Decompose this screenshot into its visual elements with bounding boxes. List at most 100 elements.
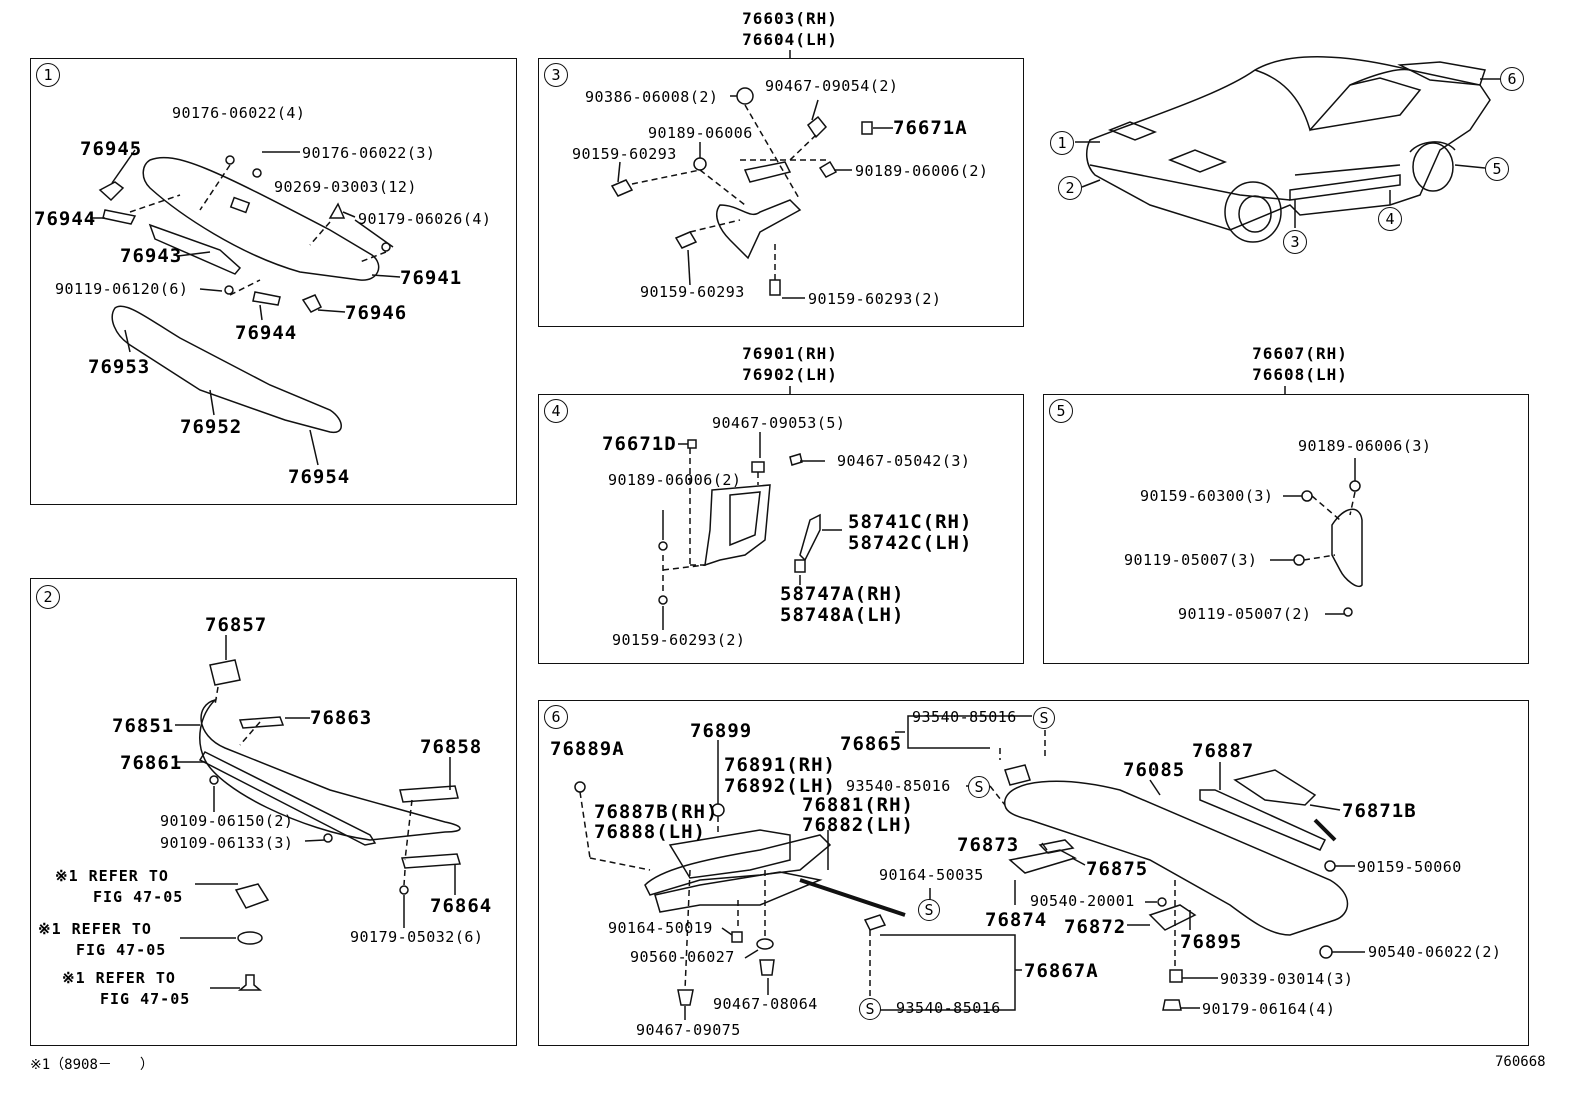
header-part-rh: 76901(RH) <box>742 344 838 363</box>
panel-index-1: 1 <box>36 63 60 87</box>
header-part-rh: 76603(RH) <box>742 9 838 28</box>
part-label: 90269-03003(12) <box>274 178 417 196</box>
part-label: 76887 <box>1192 740 1255 762</box>
part-label: 76888(LH) <box>594 821 706 843</box>
part-label: 76889A <box>550 738 625 760</box>
s-mark-icon: S <box>859 998 881 1020</box>
part-label: 76944 <box>34 208 97 230</box>
part-label: 76858 <box>420 736 483 758</box>
panel-index-4: 4 <box>544 399 568 423</box>
panel-3 <box>538 58 1024 327</box>
part-label: 90119-06120(6) <box>55 280 189 298</box>
part-label: 90109-06133(3) <box>160 834 294 852</box>
part-label: 76671A <box>893 117 968 139</box>
car-callout-4: 4 <box>1378 207 1402 231</box>
s-mark-icon: S <box>918 899 940 921</box>
refer-line: FIG 47-05 <box>100 990 191 1008</box>
header-part-lh: 76902(LH) <box>742 365 838 384</box>
part-label: 76941 <box>400 267 463 289</box>
header-panel-3: 76603(RH) 76604(LH) <box>735 8 845 50</box>
panel-5 <box>1043 394 1529 664</box>
car-callout-1: 1 <box>1050 131 1074 155</box>
part-label: 90159-60293(2) <box>612 631 746 649</box>
part-label: 90109-06150(2) <box>160 812 294 830</box>
part-label: 90159-60293 <box>572 145 677 163</box>
part-label: 76865 <box>840 733 903 755</box>
panel-6 <box>538 700 1529 1046</box>
part-label: 90119-05007(2) <box>1178 605 1312 623</box>
header-part-rh: 76607(RH) <box>1252 344 1348 363</box>
part-label: 90176-06022(4) <box>172 104 306 122</box>
part-label: 76671D <box>602 433 677 455</box>
part-label: 90179-06164(4) <box>1202 1000 1336 1018</box>
part-label: 76943 <box>120 245 183 267</box>
part-label: 90179-06026(4) <box>358 210 492 228</box>
part-label: 76875 <box>1086 858 1149 880</box>
panel-index-3: 3 <box>544 63 568 87</box>
part-label: 76895 <box>1180 931 1243 953</box>
part-label: 76952 <box>180 416 243 438</box>
part-label: 76873 <box>957 834 1020 856</box>
part-label: 90560-06027 <box>630 948 735 966</box>
part-label: 90467-09053(5) <box>712 414 846 432</box>
refer-note: ※1 REFER TO FIG 47-05 <box>38 919 166 961</box>
part-label: 76871B <box>1342 800 1417 822</box>
part-label: 76867A <box>1024 960 1099 982</box>
refer-note: ※1 REFER TO FIG 47-05 <box>55 866 183 908</box>
part-label: 58747A(RH) <box>780 583 905 605</box>
refer-line: FIG 47-05 <box>76 941 167 959</box>
part-label: 90386-06008(2) <box>585 88 719 106</box>
part-label: 90119-05007(3) <box>1124 551 1258 569</box>
part-label: 76872 <box>1064 916 1127 938</box>
part-label: 76861 <box>120 752 183 774</box>
part-label: 76953 <box>88 356 151 378</box>
part-label: 90467-09054(2) <box>765 77 899 95</box>
car-callout-2: 2 <box>1058 176 1082 200</box>
part-label: 90164-50019 <box>608 919 713 937</box>
part-label: 76085 <box>1123 759 1186 781</box>
header-part-lh: 76604(LH) <box>742 30 838 49</box>
part-label: 90176-06022(3) <box>302 144 436 162</box>
s-mark-icon: S <box>1033 707 1055 729</box>
car-callout-3: 3 <box>1283 230 1307 254</box>
part-label: 58741C(RH) <box>848 511 973 533</box>
panel-1 <box>30 58 517 505</box>
part-label: 90467-09075 <box>636 1021 741 1039</box>
refer-line: FIG 47-05 <box>93 888 184 906</box>
part-label: 90164-50035 <box>879 866 984 884</box>
part-label: 76881(RH) <box>802 794 914 816</box>
panel-2 <box>30 578 517 1046</box>
part-label: 76899 <box>690 720 753 742</box>
part-label: 90189-06006(2) <box>608 471 742 489</box>
part-label: 76882(LH) <box>802 814 914 836</box>
part-label: 58742C(LH) <box>848 532 973 554</box>
part-label: 76954 <box>288 466 351 488</box>
refer-line: ※1 REFER TO <box>62 969 176 987</box>
part-label: 76863 <box>310 707 373 729</box>
header-part-lh: 76608(LH) <box>1252 365 1348 384</box>
part-label: 76892(LH) <box>724 775 836 797</box>
car-callout-5: 5 <box>1485 157 1509 181</box>
s-mark-icon: S <box>968 776 990 798</box>
part-label: 90159-60300(3) <box>1140 487 1274 505</box>
car-callout-6: 6 <box>1500 67 1524 91</box>
header-panel-4: 76901(RH) 76902(LH) <box>735 343 845 385</box>
part-label: 76887B(RH) <box>594 801 719 823</box>
part-label: 90179-05032(6) <box>350 928 484 946</box>
part-label: 93540-85016 <box>846 777 951 795</box>
refer-note: ※1 REFER TO FIG 47-05 <box>62 968 190 1010</box>
part-label: 76857 <box>205 614 268 636</box>
panel-index-6: 6 <box>544 705 568 729</box>
part-label: 90189-06006 <box>648 124 753 142</box>
part-label: 90159-50060 <box>1357 858 1462 876</box>
part-label: 76864 <box>430 895 493 917</box>
part-label: 90540-20001 <box>1030 892 1135 910</box>
part-label: 76946 <box>345 302 408 324</box>
part-label: 76945 <box>80 138 143 160</box>
part-label: 93540-85016 <box>912 708 1017 726</box>
part-label: 76944 <box>235 322 298 344</box>
panel-index-5: 5 <box>1049 399 1073 423</box>
part-label: 90159-60293 <box>640 283 745 301</box>
panel-index-2: 2 <box>36 585 60 609</box>
